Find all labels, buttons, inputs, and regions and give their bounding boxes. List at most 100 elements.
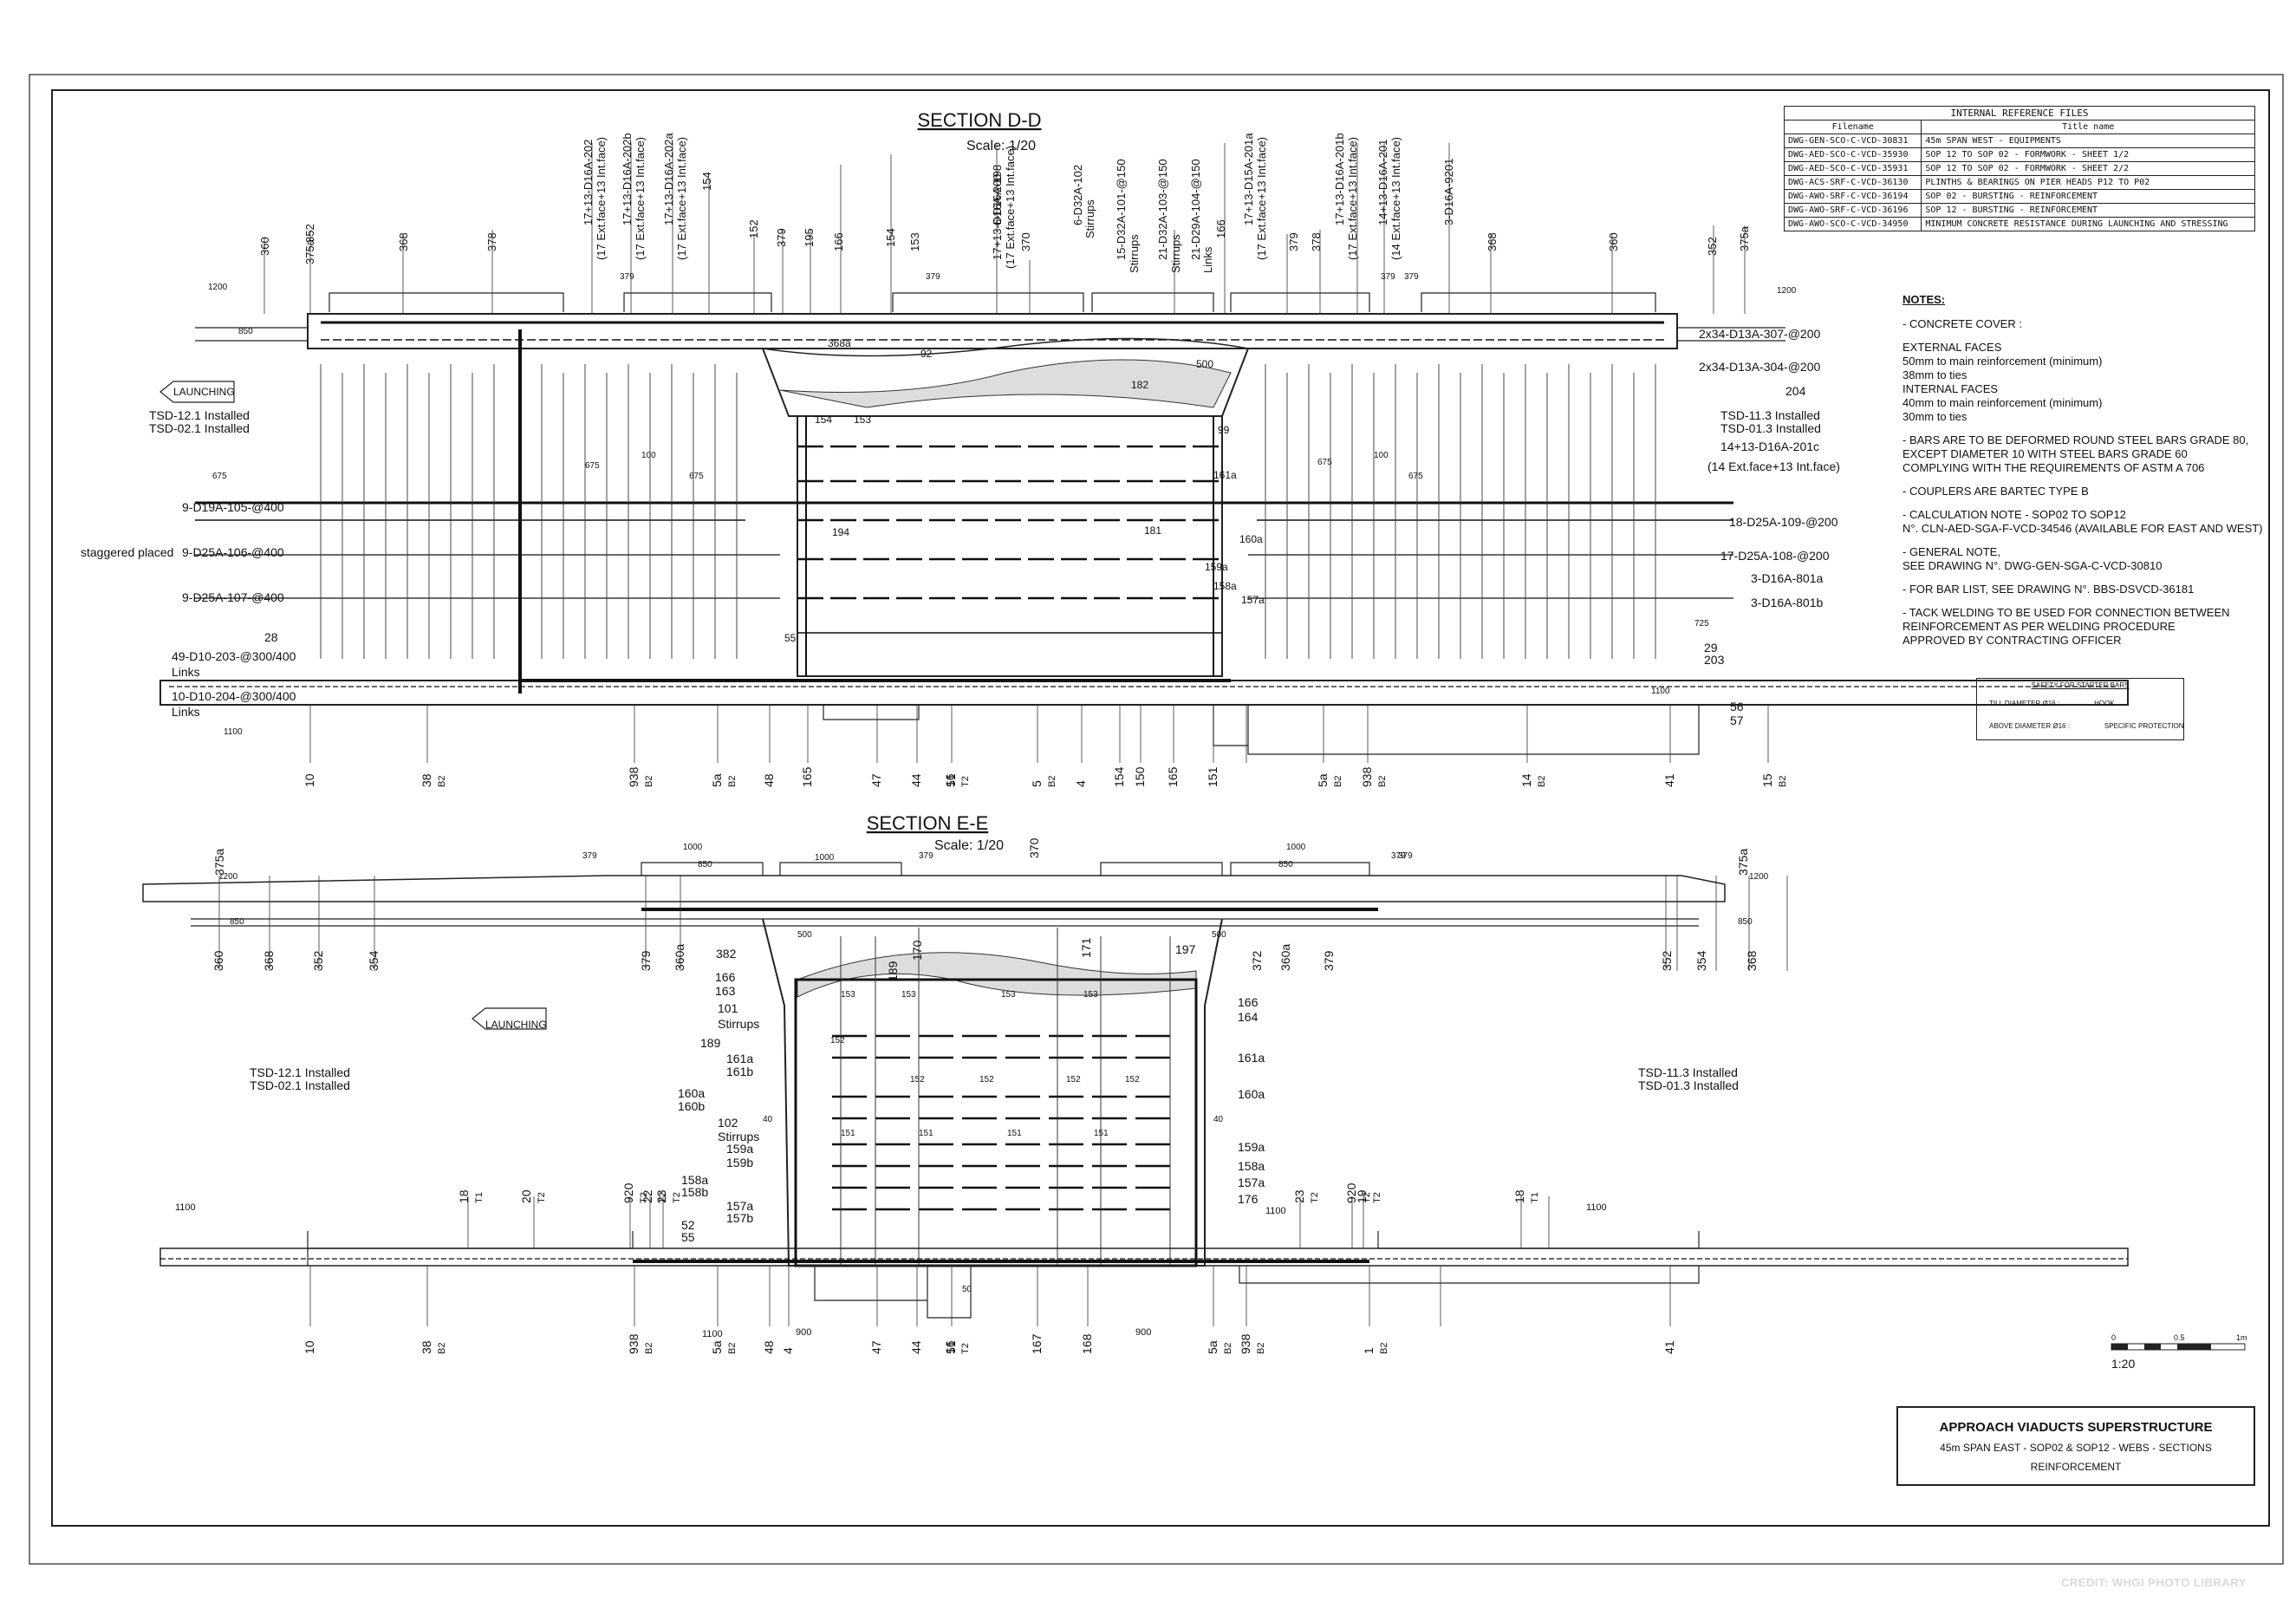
section-ee-scale: Scale: 1/20	[934, 838, 1004, 853]
dd-top-mark: 6-D32A-102	[1071, 165, 1084, 225]
dd-bottom-mark: 5a	[710, 773, 724, 787]
ee-upper-mark-sub: T2	[672, 1192, 682, 1203]
dd-bottom-mark: 5a	[1316, 773, 1330, 787]
dd-top-mark: Stirrups	[1128, 234, 1141, 273]
ee-tsd-right: TSD-01.3 Installed	[1638, 1078, 1739, 1092]
ee-left-label: 161a	[726, 1052, 753, 1065]
dd-top-mark: 152	[747, 219, 760, 238]
safety-title: SAFETY FOR STARTER BARS	[2031, 681, 2130, 689]
scale-tick-0: 0	[2111, 1333, 2116, 1342]
ee-top-dim: 379	[1391, 851, 1406, 861]
ee-inner-label: 152	[910, 1075, 925, 1085]
reference-title: PLINTHS & BEARINGS ON PIER HEADS P12 TO …	[1921, 175, 2255, 190]
ee-dim: 900	[1135, 1327, 1151, 1338]
reference-table-caption: INTERNAL REFERENCE FILES	[1784, 106, 2255, 121]
dd-top-mark: 352	[1706, 237, 1719, 256]
ee-inner-label: 151	[919, 1129, 933, 1138]
reference-filename: DWG-AWO-SRF-C-VCD-36196	[1783, 203, 1922, 218]
dd-bottom-mark: 15	[1760, 773, 1774, 787]
dd-top-mark: 166	[832, 232, 845, 251]
dd-bottom-mark: 10	[302, 773, 316, 787]
ee-row-mark: 382	[716, 947, 737, 961]
dd-top-mark: 6-D16A-198	[991, 165, 1004, 225]
dd-dim: 675	[585, 461, 600, 471]
dd-inner-label: 154	[815, 414, 832, 426]
safety-row2-label: ABOVE DIAMETER Ø16 :	[1989, 722, 2070, 730]
dd-top-mark: 375a	[303, 238, 316, 264]
ee-left-label: 158b	[681, 1185, 708, 1199]
notes-list: - CONCRETE COVER :EXTERNAL FACES 50mm to…	[1902, 317, 2267, 648]
dd-dim: 379	[1381, 272, 1395, 282]
ee-top-dim: 850	[230, 917, 244, 927]
ee-bottom-mark-sub: B2	[644, 1343, 654, 1354]
dd-right-label: 3-D16A-801b	[1751, 596, 1823, 609]
ee-left-label: Stirrups	[718, 1130, 759, 1143]
dd-dim: 1200	[208, 283, 228, 292]
dd-right-label: 2x34-D13A-304-@200	[1699, 360, 1821, 374]
ee-top-dim: 1200	[1749, 872, 1769, 882]
ee-bottom-mark: 38	[420, 1340, 433, 1354]
dd-bottom-mark: 44	[909, 773, 923, 787]
section-dd-scale: Scale: 1/20	[966, 139, 1036, 153]
note-item: - CALCULATION NOTE - SOP02 TO SOP12 N°. …	[1902, 508, 2263, 535]
ee-left-label: 161b	[726, 1065, 753, 1078]
ee-left-label: 166	[715, 970, 736, 984]
scale-tick-1: 0.5	[2174, 1333, 2185, 1342]
ee-bottom-mark: 1	[1362, 1347, 1376, 1354]
ee-upper-mark-sub: T2	[658, 1192, 668, 1203]
dd-top-mark: 21-D29A-104-@150	[1189, 159, 1202, 260]
dd-bottom-mark: 14	[1519, 773, 1533, 787]
dd-right-label: 2x34-D13A-307-@200	[1699, 327, 1821, 341]
drawing-subtitle-2: REINFORCEMENT	[2030, 1461, 2122, 1473]
ee-inner-label: 151	[1094, 1129, 1109, 1138]
dd-left-label: 28	[264, 630, 278, 644]
ee-left-label: 189	[700, 1036, 721, 1050]
ee-inner-label: 151	[841, 1129, 855, 1138]
ee-dim: 1100	[702, 1329, 723, 1339]
note-item: - TACK WELDING TO BE USED FOR CONNECTION…	[1902, 606, 2230, 647]
ee-row-mark: 368	[262, 950, 276, 971]
dd-dim: 725	[1694, 619, 1709, 629]
ee-inner-label: 153	[1083, 990, 1098, 1000]
safety-box: SAFETY FOR STARTER BARS TILL DIAMETER Ø1…	[1976, 678, 2184, 740]
dd-bottom-mark-sub: B2	[1537, 776, 1547, 787]
dd-tsd-right: TSD-11.3 Installed	[1720, 408, 1820, 422]
dd-dim: 1100	[224, 727, 243, 737]
dd-top-mark: 370	[1019, 232, 1032, 251]
dd-inner-label: 160a	[1239, 533, 1263, 545]
ee-upper-mark: 920	[621, 1182, 635, 1203]
ee-inner-label: 40	[763, 1115, 773, 1124]
ee-row-mark: 354	[1694, 950, 1708, 971]
dd-bottom-mark-sub: T2	[960, 776, 971, 787]
ee-left-label: 159b	[726, 1156, 753, 1169]
ee-row-mark: 189	[886, 961, 900, 981]
scale-label: 1:20	[2111, 1357, 2135, 1371]
dd-bottom-mark-sub: B2	[1047, 776, 1057, 787]
dd-left-label: 49-D10-203-@300/400	[172, 649, 296, 663]
dd-dim: 100	[1374, 451, 1389, 460]
ee-row-mark: 379	[1322, 950, 1336, 971]
ee-bottom-mark-sub: B2	[1379, 1343, 1389, 1354]
dd-bottom-mark-sub: B2	[1333, 776, 1343, 787]
dd-bottom-mark: 38	[420, 773, 433, 787]
ee-right-label: 157a	[1238, 1176, 1265, 1189]
dd-dim: 379	[1404, 272, 1419, 282]
ee-right-label: 164	[1238, 1010, 1259, 1024]
dd-top-mark: 153	[908, 232, 921, 251]
ee-left-label: 160b	[678, 1099, 705, 1113]
dd-top-mark: Stirrups	[1083, 199, 1096, 238]
reference-filename: DWG-AED-SCO-C-VCD-35930	[1783, 147, 1922, 162]
ee-top-dim: 1000	[683, 843, 703, 852]
ee-upper-mark: 18	[457, 1189, 471, 1203]
dd-top-mark: (17 Ext.face+13 Int.face)	[595, 137, 608, 260]
photo-credit: CREDIT: WHGI PHOTO LIBRARY	[2061, 1576, 2247, 1589]
ee-dim: 1100	[1265, 1206, 1286, 1216]
ee-upper-mark-sub: T2	[1362, 1192, 1372, 1203]
section-ee: SECTION E-E Scale: 1/20	[142, 812, 2129, 1326]
dd-bottom-mark-sub: B2	[644, 776, 654, 787]
dd-inner-label: 181	[1144, 524, 1161, 537]
safety-row1-label: TILL DIAMETER Ø16 :	[1989, 700, 2060, 707]
